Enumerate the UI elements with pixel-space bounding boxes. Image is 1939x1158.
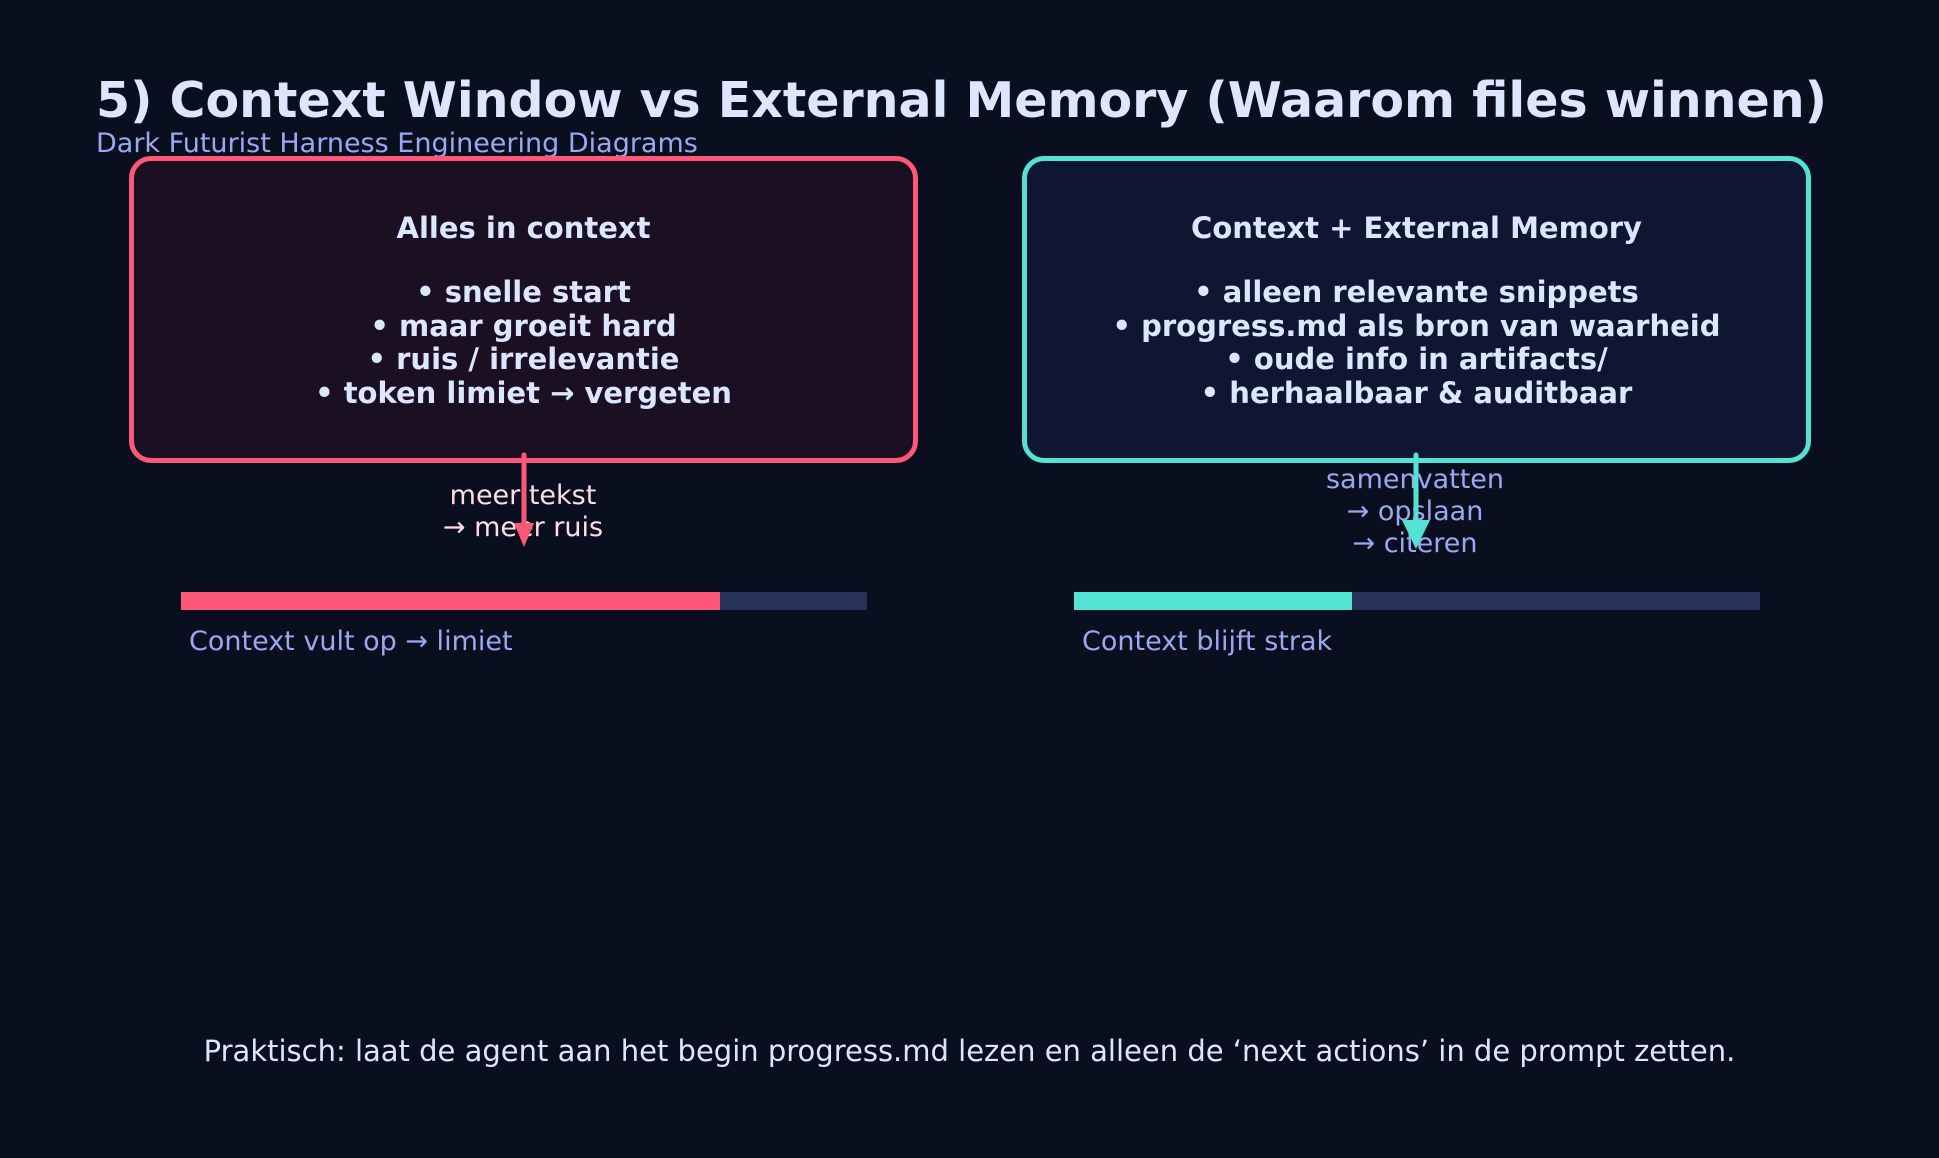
- list-item: • alleen relevante snippets: [1194, 275, 1639, 309]
- list-item: • progress.md als bron van waarheid: [1112, 308, 1721, 343]
- list-item: • oude info in artifacts/: [1225, 342, 1608, 376]
- panel-list: • alleen relevante snippets • progress.m…: [1027, 275, 1806, 410]
- right-bar-caption: Context blijft strak: [1082, 626, 1333, 657]
- panel-all-in-context: Alles in context • snelle start • maar g…: [129, 156, 918, 463]
- left-bar-caption: Context vult op → limiet: [189, 626, 513, 657]
- right-down-arrow: [1402, 452, 1430, 549]
- footer-note: Praktisch: laat de agent aan het begin p…: [203, 1034, 1736, 1068]
- list-item: • maar groeit hard: [370, 308, 677, 343]
- left-context-bar-fill: [181, 592, 720, 610]
- left-context-bar: [181, 592, 867, 610]
- left-down-arrow: [514, 452, 534, 547]
- panel-context-external-memory: Context + External Memory • alleen relev…: [1022, 156, 1811, 463]
- list-item: • ruis / irrelevantie: [367, 342, 680, 376]
- right-context-bar-fill: [1074, 592, 1352, 610]
- panel-list: • snelle start • maar groeit hard • ruis…: [134, 275, 913, 410]
- list-item: • snelle start: [416, 275, 631, 309]
- page-subtitle: Dark Futurist Harness Engineering Diagra…: [96, 128, 698, 159]
- list-item: • herhaalbaar & auditbaar: [1200, 375, 1633, 410]
- list-item: • token limiet → vergeten: [315, 375, 732, 410]
- panel-title: Alles in context: [396, 211, 651, 245]
- right-context-bar: [1074, 592, 1760, 610]
- panel-title: Context + External Memory: [1191, 211, 1642, 245]
- page-title: 5) Context Window vs External Memory (Wa…: [96, 72, 1828, 129]
